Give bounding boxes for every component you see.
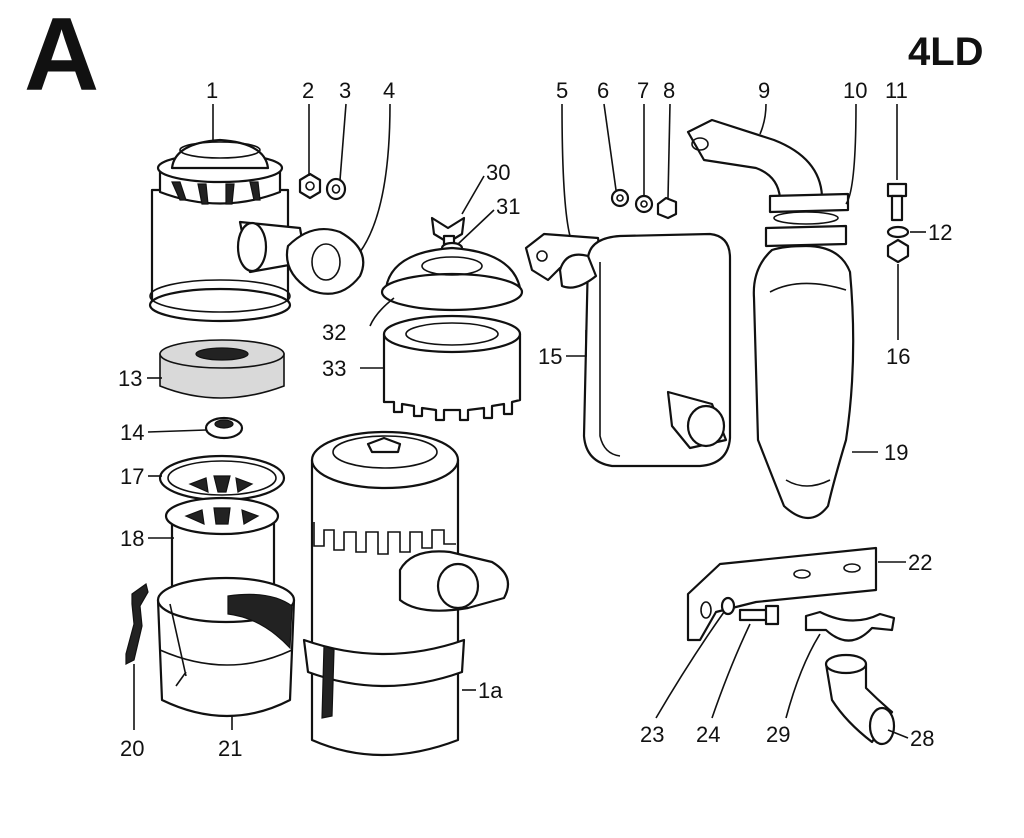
part-6-washer bbox=[610, 188, 630, 208]
part-23-washer bbox=[720, 596, 736, 616]
part-17-seal-ring bbox=[158, 454, 286, 502]
callout-1: 1 bbox=[206, 78, 218, 103]
callout-24: 24 bbox=[696, 722, 720, 747]
callout-5: 5 bbox=[556, 78, 568, 103]
callout-32: 32 bbox=[322, 320, 346, 345]
callout-2: 2 bbox=[302, 78, 314, 103]
part-29-pipe-clamp bbox=[804, 610, 896, 642]
engine-model: 4LD bbox=[908, 30, 984, 74]
part-16-nut bbox=[886, 238, 910, 264]
callout-15: 15 bbox=[538, 344, 562, 369]
part-3-washer bbox=[325, 177, 347, 201]
part-10-gasket bbox=[764, 192, 850, 248]
part-1a-filter-assembly bbox=[302, 430, 510, 757]
part-11-bolt bbox=[886, 182, 908, 222]
part-2-nut bbox=[298, 172, 322, 200]
callout-22: 22 bbox=[908, 550, 932, 575]
part-14-ring bbox=[204, 416, 244, 440]
callout-12: 12 bbox=[928, 220, 952, 245]
part-30-wing-nut bbox=[430, 216, 466, 246]
callout-21: 21 bbox=[218, 736, 242, 761]
callout-4: 4 bbox=[383, 78, 395, 103]
callout-3: 3 bbox=[339, 78, 351, 103]
part-8-nut bbox=[656, 196, 678, 220]
callout-14: 14 bbox=[120, 420, 144, 445]
callout-6: 6 bbox=[597, 78, 609, 103]
callout-31: 31 bbox=[496, 194, 520, 219]
part-21-dust-bowl bbox=[156, 576, 296, 718]
part-19-silencer bbox=[752, 244, 855, 520]
callout-11: 11 bbox=[885, 78, 908, 103]
callout-29: 29 bbox=[766, 722, 790, 747]
callout-33: 33 bbox=[322, 356, 346, 381]
callout-18: 18 bbox=[120, 526, 144, 551]
part-7-washer bbox=[634, 194, 654, 214]
callout-10: 10 bbox=[843, 78, 867, 103]
part-1-air-filter-housing bbox=[148, 138, 365, 323]
callout-8: 8 bbox=[663, 78, 675, 103]
part-33-filter-element bbox=[382, 314, 522, 422]
part-22-mounting-bracket bbox=[686, 546, 878, 642]
callout-7: 7 bbox=[637, 78, 649, 103]
leader-lines bbox=[133, 103, 926, 739]
part-28-elbow-pipe bbox=[824, 653, 896, 746]
part-24-bolt bbox=[738, 604, 780, 626]
callout-labels: 1 2 3 4 5 6 7 8 9 10 11 12 13 14 15 16 1… bbox=[118, 78, 952, 761]
part-32-filter-cover bbox=[380, 246, 524, 312]
callout-17: 17 bbox=[120, 464, 144, 489]
callout-9: 9 bbox=[758, 78, 770, 103]
callout-19: 19 bbox=[884, 440, 908, 465]
part-9-exhaust-elbow bbox=[686, 118, 824, 200]
callout-28: 28 bbox=[910, 726, 934, 751]
part-12-washer bbox=[886, 225, 910, 239]
part-20-clip bbox=[125, 582, 149, 665]
sheet-letter: A bbox=[24, 0, 99, 113]
part-13-foam-element bbox=[159, 339, 285, 399]
callout-23: 23 bbox=[640, 722, 664, 747]
callout-30: 30 bbox=[486, 160, 510, 185]
callout-13: 13 bbox=[118, 366, 142, 391]
callout-16: 16 bbox=[886, 344, 910, 369]
callout-20: 20 bbox=[120, 736, 144, 761]
callout-1a: 1a bbox=[478, 678, 503, 703]
part-15-muffler bbox=[558, 232, 732, 468]
